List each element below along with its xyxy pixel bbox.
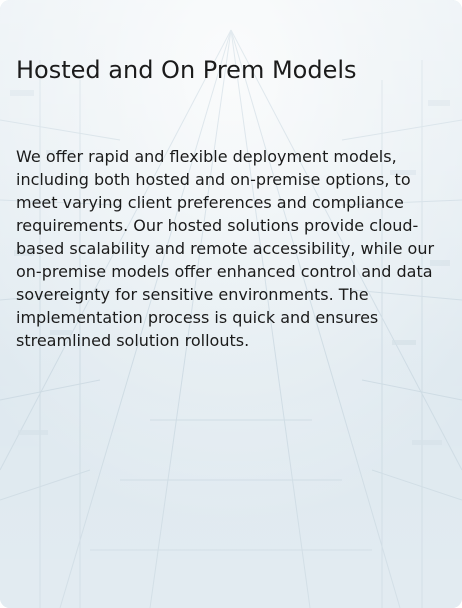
card-title: Hosted and On Prem Models (16, 56, 357, 84)
card-description: We offer rapid and flexible deployment m… (16, 147, 435, 350)
